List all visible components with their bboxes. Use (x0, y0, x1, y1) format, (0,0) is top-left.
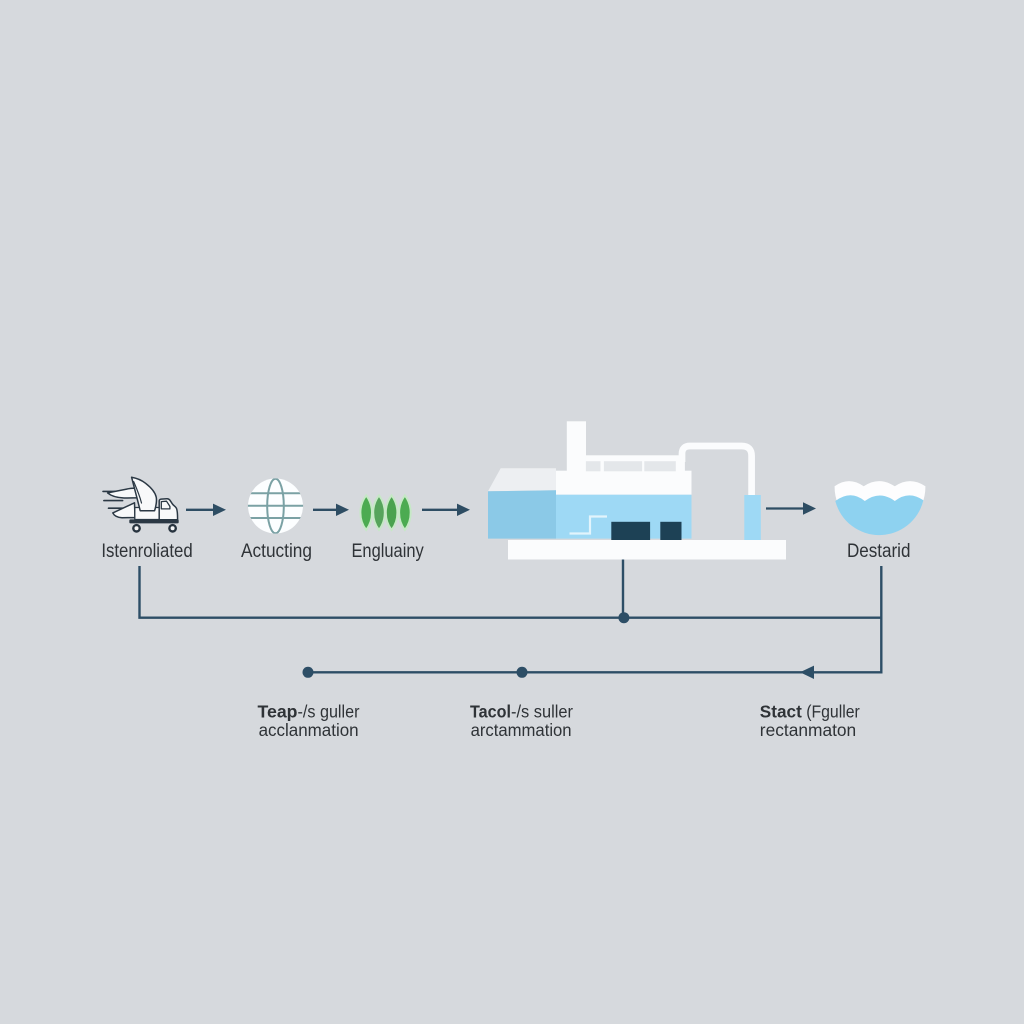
svg-text:Destarid: Destarid (847, 541, 911, 562)
svg-text:Istenroliated: Istenroliated (101, 541, 192, 562)
svg-text:Actucting: Actucting (241, 541, 312, 562)
svg-text:Tacol-/s suller: Tacol-/s suller (470, 701, 573, 721)
svg-text:rectanmaton: rectanmaton (760, 720, 856, 740)
svg-text:acclanmation: acclanmation (259, 720, 359, 740)
svg-text:arctammation: arctammation (471, 720, 572, 740)
svg-text:Stact (Fguller: Stact (Fguller (760, 701, 860, 721)
svg-text:Engluainy: Engluainy (351, 541, 424, 562)
svg-text:Teap-/s guller: Teap-/s guller (258, 701, 360, 721)
